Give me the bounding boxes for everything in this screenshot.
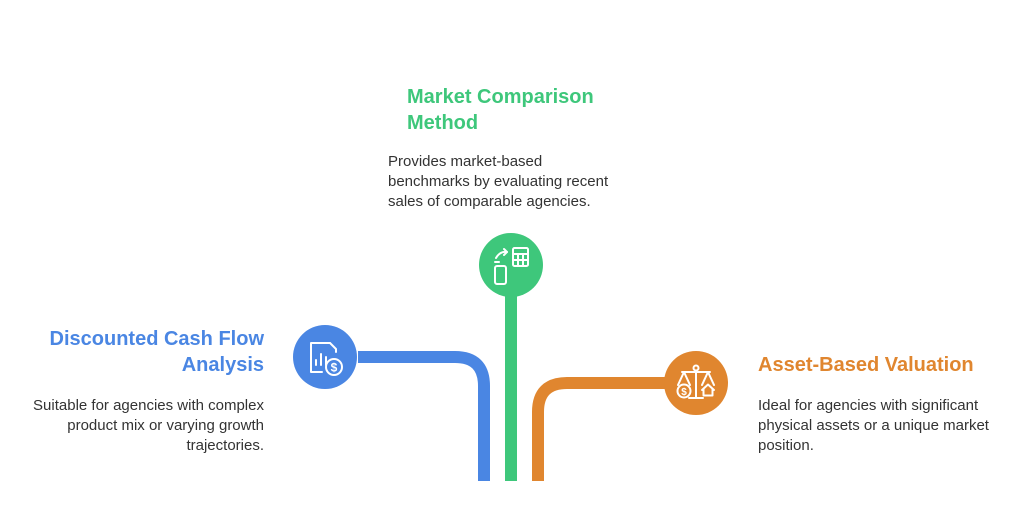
svg-text:$: $ <box>331 361 338 375</box>
description-line: product mix or varying growth <box>67 417 264 434</box>
description-line: Provides market-based <box>388 153 543 170</box>
title-line: Analysis <box>181 354 264 376</box>
description-market-comparison: Provides market-based benchmarks by eval… <box>388 152 608 212</box>
title-line: Method <box>407 112 479 134</box>
description-line: trajectories. <box>186 437 264 454</box>
title-market-comparison: Market Comparison Method <box>407 84 594 136</box>
title-line: Discounted Cash Flow <box>49 328 264 350</box>
connector-blue <box>358 351 490 481</box>
description-line: Suitable for agencies with complex <box>33 397 264 414</box>
title-discounted-cash-flow: Discounted Cash Flow Analysis <box>50 326 264 378</box>
node-discounted-cash-flow: $ <box>293 325 357 389</box>
description-discounted-cash-flow: Suitable for agencies with complex produ… <box>33 396 264 456</box>
description-line: position. <box>758 437 814 454</box>
node-market-comparison <box>479 233 543 297</box>
node-asset-based: $ <box>664 351 728 415</box>
connector-orange <box>532 377 666 481</box>
description-line: benchmarks by evaluating recent <box>388 173 609 190</box>
description-line: physical assets or a unique market <box>758 417 989 434</box>
description-line: sales of comparable agencies. <box>388 193 591 210</box>
phone-calculator-exchange-icon <box>494 247 529 285</box>
title-asset-based: Asset-Based Valuation <box>758 352 974 378</box>
description-line: Ideal for agencies with significant <box>758 397 979 414</box>
scale-dollar-house-icon: $ <box>676 364 715 399</box>
chart-document-dollar-icon: $ <box>310 342 343 376</box>
title-line: Market Comparison <box>407 86 594 108</box>
svg-text:$: $ <box>681 387 687 398</box>
description-asset-based: Ideal for agencies with significant phys… <box>758 396 989 456</box>
title-line: Asset-Based Valuation <box>758 354 974 376</box>
